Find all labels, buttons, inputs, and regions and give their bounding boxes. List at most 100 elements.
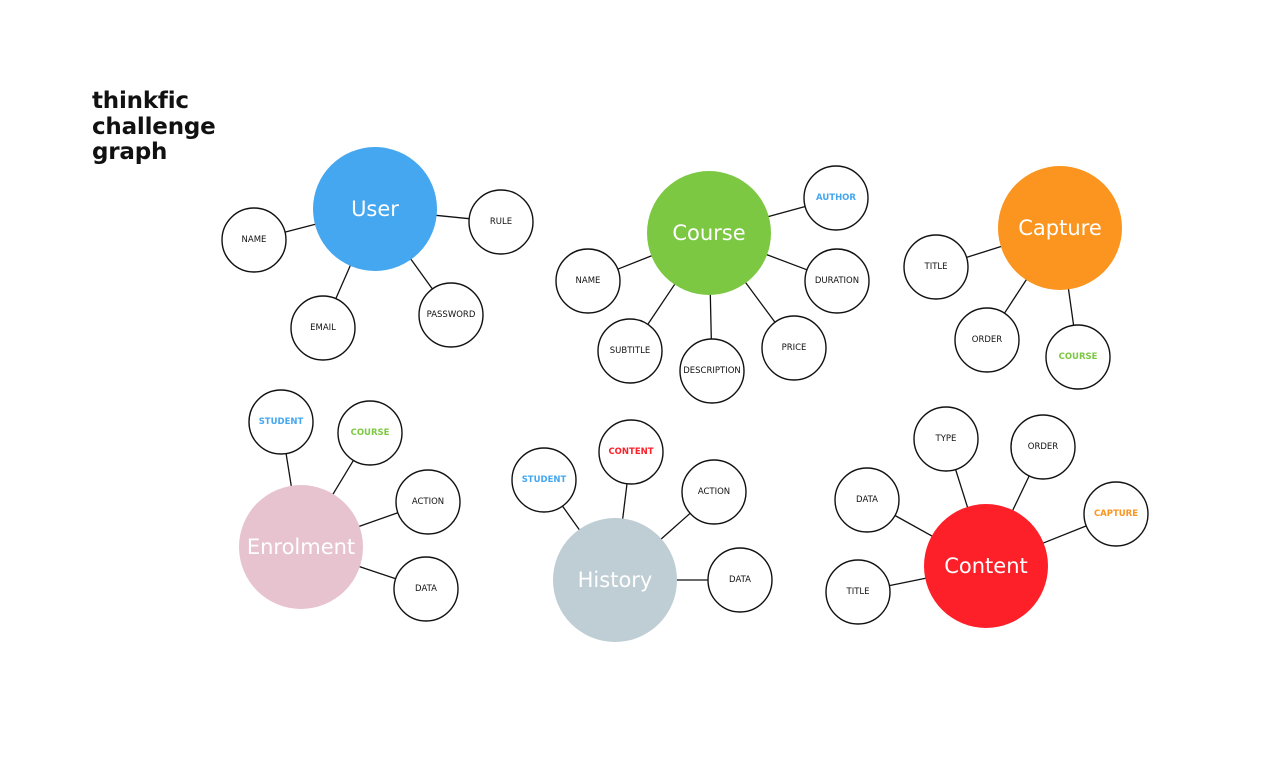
history-edge-student [561,505,581,531]
entity-user: NAME RULE EMAIL PASSWORD User [221,147,534,361]
attribute-label: TITLE [924,262,948,272]
enrolment-edge-action [358,512,399,528]
entity-enrolment: STUDENT COURSE ACTION DATA Enrolment [239,389,461,622]
attribute-label: DATA [856,495,878,505]
user-attribute-name: NAME [221,207,287,273]
attribute-circle [803,165,869,231]
attribute-label: STUDENT [522,475,567,485]
title-line-2: challenge [92,113,216,140]
attribute-circle [903,234,969,300]
content-attribute-capture: CAPTURE [1083,481,1149,547]
attribute-label: CONTENT [608,447,653,457]
attribute-label: PRICE [782,343,807,353]
entity-course: AUTHOR NAME DURATION SUBTITLE DESCRIPTION PRI… [555,165,870,404]
content-edge-capture [1042,525,1087,544]
enrolment-edge-student [285,453,293,487]
capture-edge-order [1003,278,1028,314]
attribute-circle [395,469,461,535]
history-attribute-content: CONTENT [598,419,664,485]
capture-edge-course [1067,288,1075,326]
attribute-circle [555,248,621,314]
course-entity-label: Course [672,221,745,245]
user-attribute-email: EMAIL [290,295,356,361]
user-attribute-rule: RULE [468,189,534,255]
nodes-layer: NAME RULE EMAIL PASSWORD User AUTHOR NAME DURAT… [221,147,1149,642]
content-attribute-type: TYPE [913,406,979,472]
attribute-label: DESCRIPTION [683,366,741,376]
course-attribute-duration: DURATION [804,248,870,314]
course-edge-name [617,254,653,270]
user-entity-label: User [351,197,399,221]
attribute-circle [825,559,891,625]
attribute-label: ORDER [972,335,1003,345]
attribute-circle [834,467,900,533]
attribute-label: NAME [576,276,601,286]
attribute-label: ACTION [412,497,444,507]
page-title: thinkfic challenge graph [92,88,216,166]
enrolment-attribute-student: STUDENT [248,389,314,455]
user-edge-password [409,258,433,290]
attribute-circle [1045,324,1111,390]
title-line-3: graph [92,139,168,165]
user-edge-name [284,223,317,233]
attribute-label: CAPTURE [1094,509,1138,519]
enrolment-entity-label: Enrolment [247,535,355,559]
content-edge-title [889,577,927,587]
enrolment-edge-course [332,460,354,496]
history-edge-action [660,512,691,540]
content-entity-label: Content [944,554,1028,578]
attribute-label: STUDENT [259,417,304,427]
attribute-circle [290,295,356,361]
attribute-circle [511,447,577,513]
enrolment-edge-data [358,565,396,580]
attribute-label: SUBTITLE [610,346,650,356]
attribute-label: ORDER [1028,442,1059,452]
attribute-label: EMAIL [310,323,336,333]
attribute-label: NAME [242,235,267,245]
attribute-circle [707,547,773,613]
attribute-label: AUTHOR [816,193,856,203]
history-attribute-data: DATA [707,547,773,613]
capture-entity-label: Capture [1018,216,1102,240]
attribute-label: RULE [490,217,512,227]
user-attribute-password: PASSWORD [418,282,484,348]
enrolment-attribute-data: DATA [393,556,459,622]
user-entity-circle [313,147,437,271]
attribute-circle [679,338,745,404]
user-edge-rule [435,214,470,220]
attribute-circle [337,400,403,466]
attribute-label: TITLE [846,587,870,597]
entity-capture: TITLE ORDER COURSE Capture [903,166,1122,390]
content-edge-data [894,514,934,537]
content-edge-order [1011,475,1030,512]
attribute-circle [681,459,747,525]
course-attribute-subtitle: SUBTITLE [597,318,663,384]
history-entity-circle [553,518,677,642]
course-edge-duration [765,253,808,271]
attribute-label: TYPE [935,434,957,444]
attribute-circle [761,315,827,381]
course-attribute-name: NAME [555,248,621,314]
attribute-label: DURATION [815,276,859,286]
course-attribute-description: DESCRIPTION [679,338,745,404]
attribute-circle [598,419,664,485]
attribute-circle [393,556,459,622]
attribute-label: PASSWORD [427,310,476,320]
enrolment-attribute-action: ACTION [395,469,461,535]
attribute-circle [913,406,979,472]
attribute-circle [248,389,314,455]
attribute-label: DATA [415,584,437,594]
history-edge-content [621,483,628,520]
course-edge-author [767,205,806,218]
history-entity-label: History [578,568,653,592]
attribute-circle [1010,414,1076,480]
user-edge-email [335,264,352,299]
attribute-circle [597,318,663,384]
course-entity-circle [647,171,771,295]
course-attribute-author: AUTHOR [803,165,869,231]
attribute-label: COURSE [1059,352,1098,362]
course-edge-description [709,293,712,340]
enrolment-attribute-course: COURSE [337,400,403,466]
